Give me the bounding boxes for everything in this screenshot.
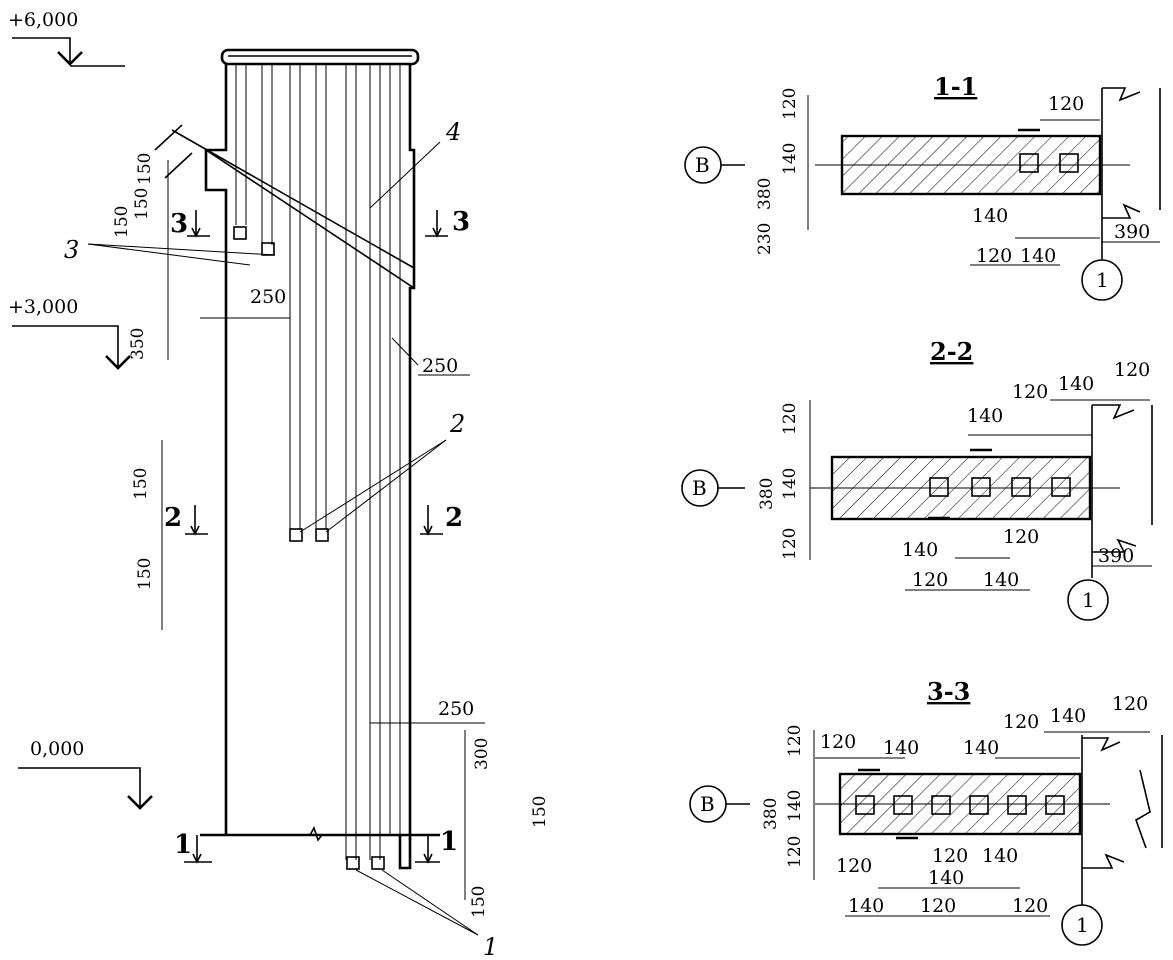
svg-text:140: 140 (928, 867, 964, 889)
cut-mark-3-right: 3 (425, 207, 470, 238)
axis-label-b: B (692, 476, 707, 500)
callout-3: 3 (64, 236, 276, 266)
svg-text:120: 120 (976, 245, 1012, 267)
level-label: +6,000 (8, 9, 78, 31)
svg-text:150: 150 (135, 153, 155, 185)
elevation-view: +6,000 +3,000 0,000 (8, 9, 550, 960)
svg-text:380: 380 (761, 798, 781, 830)
svg-text:140: 140 (1058, 373, 1094, 395)
reinforcement-bars (235, 64, 401, 860)
section-title: 3-3 (927, 677, 970, 706)
svg-text:140: 140 (963, 737, 999, 759)
svg-text:120: 120 (1114, 359, 1150, 381)
svg-text:120: 120 (1112, 693, 1148, 715)
cut-mark-1-right: 1 (415, 827, 458, 864)
svg-text:120: 120 (780, 88, 800, 120)
svg-text:140: 140 (983, 569, 1019, 591)
svg-text:250: 250 (422, 355, 458, 377)
level-mark-top: +6,000 (8, 9, 125, 67)
svg-text:4: 4 (445, 118, 461, 146)
svg-text:120: 120 (785, 725, 805, 757)
svg-text:140: 140 (780, 468, 800, 500)
svg-text:3: 3 (452, 207, 470, 237)
svg-text:150: 150 (469, 886, 489, 918)
corbel-band (154, 124, 415, 289)
bar-end-markers (233, 226, 385, 870)
cut-mark-2-left: 2 (164, 503, 208, 536)
svg-text:350: 350 (128, 328, 148, 360)
svg-text:380: 380 (757, 478, 777, 510)
axis-label-b: B (700, 792, 715, 816)
svg-text:3: 3 (64, 236, 79, 264)
elevation-dimensions: 150 150 150 350 250 250 150 150 250 300 … (112, 153, 550, 918)
svg-text:120: 120 (912, 569, 948, 591)
svg-text:2: 2 (449, 410, 465, 438)
svg-text:120: 120 (920, 895, 956, 917)
axis-label-b: B (695, 153, 710, 177)
svg-text:120: 120 (785, 836, 805, 868)
svg-text:140: 140 (780, 143, 800, 175)
cut-mark-3-left: 3 (170, 209, 210, 239)
svg-text:390: 390 (1098, 545, 1134, 567)
level-mark-middle: +3,000 (8, 296, 131, 370)
axis-label-1: 1 (1076, 913, 1089, 937)
svg-text:140: 140 (1050, 705, 1086, 727)
section-title: 2-2 (930, 337, 973, 366)
svg-text:140: 140 (1020, 245, 1056, 267)
cut-mark-2-right: 2 (420, 503, 463, 536)
callout-2: 2 (299, 410, 465, 533)
svg-text:140: 140 (785, 790, 805, 822)
svg-text:140: 140 (972, 205, 1008, 227)
svg-text:390: 390 (1114, 221, 1150, 243)
level-label: 0,000 (30, 738, 84, 760)
svg-text:150: 150 (135, 558, 155, 590)
level-mark-bottom: 0,000 (18, 738, 153, 810)
svg-text:140: 140 (848, 895, 884, 917)
section-1-1: 1-1 B 1 380 140 120 230 120 140 120 140 … (684, 72, 1161, 301)
cut-mark-1-left: 1 (174, 830, 212, 864)
callout-1: 1 (355, 869, 498, 960)
callout-4: 4 (369, 118, 461, 209)
svg-text:230: 230 (755, 223, 775, 255)
svg-text:140: 140 (883, 737, 919, 759)
svg-text:120: 120 (780, 403, 800, 435)
svg-text:1: 1 (440, 827, 458, 857)
svg-text:120: 120 (1012, 381, 1048, 403)
svg-text:300: 300 (472, 738, 492, 770)
svg-text:140: 140 (902, 539, 938, 561)
axis-label-1: 1 (1096, 268, 1109, 292)
svg-text:380: 380 (755, 178, 775, 210)
section-title: 1-1 (934, 72, 977, 101)
svg-text:120: 120 (836, 855, 872, 877)
svg-text:140: 140 (982, 845, 1018, 867)
svg-text:250: 250 (250, 286, 286, 308)
axis-label-1: 1 (1082, 588, 1095, 612)
svg-text:120: 120 (1012, 895, 1048, 917)
section-2-2: 2-2 B 1 380 140 120 120 120 140 120 140 … (681, 337, 1153, 621)
svg-text:120: 120 (1003, 526, 1039, 548)
svg-text:150: 150 (530, 796, 550, 828)
svg-text:2: 2 (164, 503, 182, 533)
svg-text:3: 3 (170, 209, 188, 239)
svg-text:150: 150 (112, 206, 132, 238)
svg-text:140: 140 (967, 405, 1003, 427)
svg-text:250: 250 (438, 698, 474, 720)
svg-text:1: 1 (483, 933, 498, 960)
svg-text:1: 1 (174, 830, 192, 860)
section-3-3: 3-3 B 1 380 140 120 120 120 140 140 120 … (689, 677, 1163, 946)
svg-text:120: 120 (1048, 93, 1084, 115)
svg-text:2: 2 (445, 503, 463, 533)
level-label: +3,000 (8, 296, 78, 318)
svg-text:120: 120 (932, 845, 968, 867)
svg-text:120: 120 (820, 731, 856, 753)
svg-text:150: 150 (131, 468, 151, 500)
svg-text:120: 120 (780, 528, 800, 560)
svg-text:150: 150 (132, 188, 152, 220)
svg-text:120: 120 (1003, 711, 1039, 733)
column-outline (200, 48, 440, 870)
